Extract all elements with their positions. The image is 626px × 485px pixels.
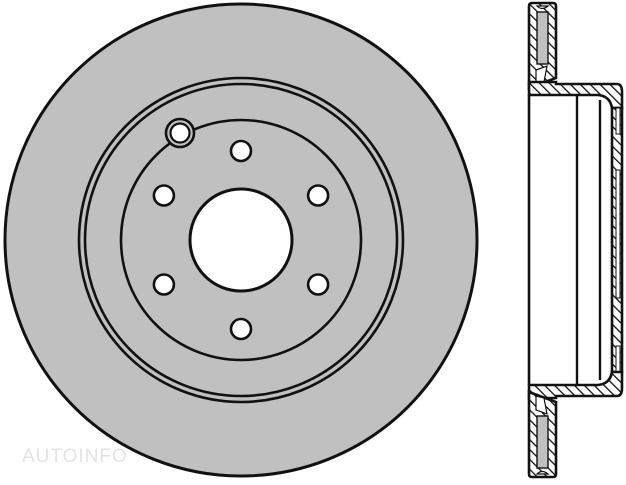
bolt-hole <box>229 139 253 163</box>
bolt-hole <box>306 273 330 296</box>
rotor-side-section <box>527 1 624 479</box>
locator-hole <box>164 117 196 149</box>
bolt-hole <box>229 317 253 341</box>
hat-edge <box>119 118 363 362</box>
friction-ring-groove <box>83 82 399 398</box>
bolt-hole <box>152 273 176 296</box>
bolt-hole <box>306 184 330 207</box>
friction-plate-top-section <box>527 1 558 90</box>
friction-plate-bottom-section <box>527 390 558 479</box>
watermark-text: AUTOINFO <box>22 446 128 467</box>
hat-top-flange <box>527 80 624 110</box>
friction-ring-inner-edge <box>77 76 405 404</box>
bolt-hole-pattern <box>152 139 330 341</box>
center-bore <box>188 187 294 293</box>
rotor-front-view <box>3 2 479 478</box>
hat-bottom-flange <box>527 370 624 400</box>
bolt-hole <box>152 184 176 207</box>
